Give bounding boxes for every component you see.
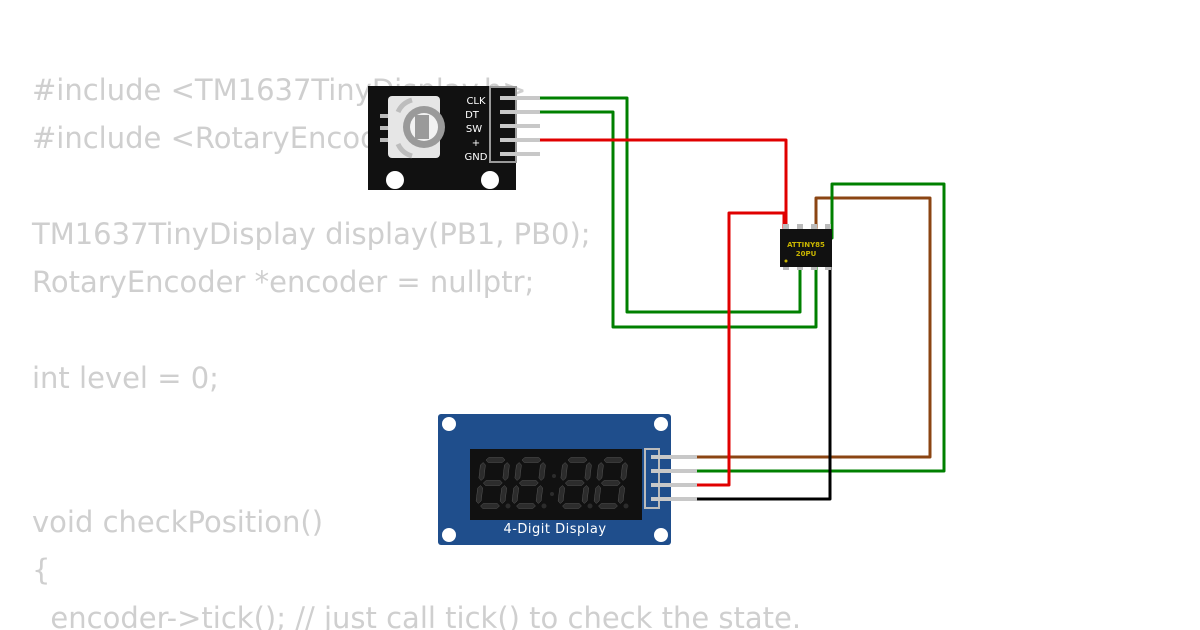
wire-display-gnd[interactable] [695,256,832,501]
rotate-arrow-icon [395,142,413,159]
display-segment [564,480,585,486]
code-line: { [32,553,51,587]
display-pin[interactable] [651,497,697,501]
encoder-pin[interactable] [500,152,540,156]
wire-display-clk[interactable] [695,196,932,459]
display-digit [511,457,547,509]
encoder-nub [380,138,390,142]
display-segment [596,462,604,481]
encoder-shaft-flat [415,115,429,139]
encoder-pin-label-gnd: GND [465,152,488,163]
display-segment [562,503,582,509]
chip-body [780,229,832,267]
mounting-hole [442,528,456,542]
display-segment [598,503,618,509]
code-line: int level = 0; [32,361,219,395]
display-segment [593,485,601,504]
display-segment [514,462,522,481]
display-segment [567,457,588,463]
display-segment [475,485,483,504]
attiny85-chip[interactable]: ATTINY85 20PU [780,224,832,270]
display-header [644,448,660,509]
mounting-hole [386,171,404,189]
display-segment [600,480,621,486]
display-decimal-point [623,503,629,509]
chip-label-line1: ATTINY85 [787,241,825,249]
mounting-hole [481,171,499,189]
wire-dt[interactable] [538,110,818,329]
encoder-pin[interactable] [500,138,540,142]
encoder-pin[interactable] [500,110,540,114]
code-line: encoder->tick(); // just call tick() to … [32,601,802,630]
chip-pin1-dot [784,259,788,263]
chip-label-line2: 20PU [796,250,817,258]
display-segment [617,485,625,504]
mounting-hole [654,417,668,431]
display-decimal-point [541,503,547,509]
display-segment [557,485,565,504]
display-segment [485,457,506,463]
display-segment [560,462,568,481]
code-line: RotaryEncoder *encoder = nullptr; [32,265,535,299]
wire-clk[interactable] [538,96,802,314]
chip-pin [783,224,789,230]
chip-pin [811,224,817,230]
encoder-nub [380,126,390,130]
encoder-pin[interactable] [500,124,540,128]
chip-pin [797,224,803,230]
wire-encoder-vcc[interactable] [538,138,788,230]
encoder-pin-label-vcc: + [472,138,480,149]
wire-display-vcc[interactable] [695,211,786,487]
chip-pin [825,224,831,230]
display-decimal-point [505,503,511,509]
four-digit-display[interactable]: 4-Digit Display [438,414,697,545]
wires [538,96,946,501]
rotary-encoder[interactable]: CLK DT SW + GND [368,86,540,190]
display-segment [584,462,592,481]
display-segment [516,503,536,509]
display-digit [475,457,511,509]
code-line: TM1637TinyDisplay display(PB1, PB0); [32,217,591,251]
display-segment [535,485,543,504]
display-colon-dot [552,474,556,478]
display-segment [521,457,542,463]
mounting-hole [654,528,668,542]
display-label: 4-Digit Display [503,522,606,537]
mounting-hole [442,417,456,431]
display-segment [603,457,624,463]
encoder-pin[interactable] [500,96,540,100]
display-decimal-point [587,503,593,509]
encoder-nub [380,114,390,118]
display-digits [475,457,629,509]
encoder-pin-label-clk: CLK [466,96,486,107]
display-pin[interactable] [651,469,697,473]
display-digit [557,457,593,509]
display-segment [478,462,486,481]
display-segment [511,485,519,504]
display-pin[interactable] [651,483,697,487]
display-segment [538,462,546,481]
display-segment [518,480,539,486]
encoder-pin-label-sw: SW [466,124,482,135]
rotate-arrow-icon [395,97,413,114]
wire-display-dio[interactable] [695,182,946,473]
display-segment [499,485,507,504]
display-segment [620,462,628,481]
display-segment [581,485,589,504]
display-colon-dot [550,492,554,496]
display-segment [502,462,510,481]
display-digit [593,457,629,509]
encoder-pin-label-dt: DT [465,110,480,121]
code-line: void checkPosition() [32,505,324,539]
display-pin[interactable] [651,455,697,459]
display-segment [482,480,503,486]
display-segment [480,503,500,509]
